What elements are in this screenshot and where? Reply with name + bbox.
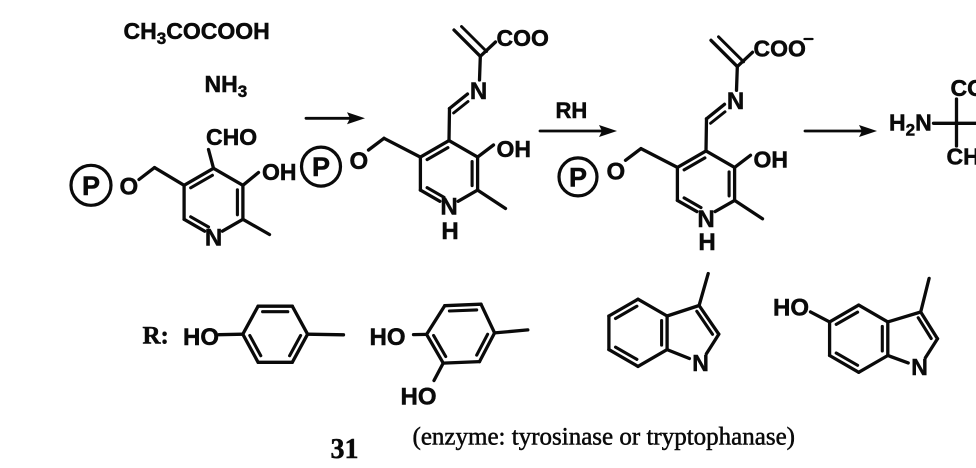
svg-text:P: P — [82, 171, 100, 201]
svg-text:COO: COO — [497, 25, 549, 51]
svg-text:CHO: CHO — [206, 124, 257, 150]
svg-text:N: N — [911, 354, 928, 380]
svg-text:OH: OH — [262, 159, 297, 185]
svg-text:HO: HO — [773, 295, 809, 322]
svg-text:N: N — [205, 224, 222, 251]
svg-text:N: N — [727, 88, 744, 115]
svg-text:(enzyme: tyrosinase or tryptop: (enzyme: tyrosinase or tryptophanase) — [413, 423, 796, 450]
svg-text:RH: RH — [556, 98, 588, 123]
svg-text:CH: CH — [947, 144, 976, 170]
svg-text:P: P — [569, 162, 587, 192]
svg-text:O: O — [607, 158, 626, 185]
svg-text:N: N — [692, 350, 709, 376]
svg-text:H2​N: H2​N — [889, 110, 932, 140]
svg-text:HO: HO — [401, 384, 437, 411]
svg-text:31: 31 — [331, 434, 359, 463]
svg-text:H: H — [441, 218, 458, 245]
svg-text:CO: CO — [951, 75, 976, 101]
svg-text:O: O — [120, 174, 139, 201]
svg-text:NH3​: NH3​ — [205, 71, 248, 101]
svg-text:P: P — [312, 152, 330, 182]
svg-text:N: N — [440, 194, 457, 221]
svg-text:OH: OH — [754, 146, 789, 172]
svg-text:H: H — [698, 229, 715, 256]
svg-text:COO: COO — [754, 35, 806, 61]
svg-text:HO: HO — [183, 324, 219, 351]
svg-text:O: O — [350, 148, 369, 175]
svg-text:OH: OH — [497, 136, 532, 162]
svg-text:CH3​COCOOH: CH3​COCOOH — [124, 18, 270, 48]
svg-text:N: N — [470, 78, 487, 105]
svg-text:R:: R: — [143, 323, 169, 350]
svg-text:HO: HO — [370, 324, 406, 351]
